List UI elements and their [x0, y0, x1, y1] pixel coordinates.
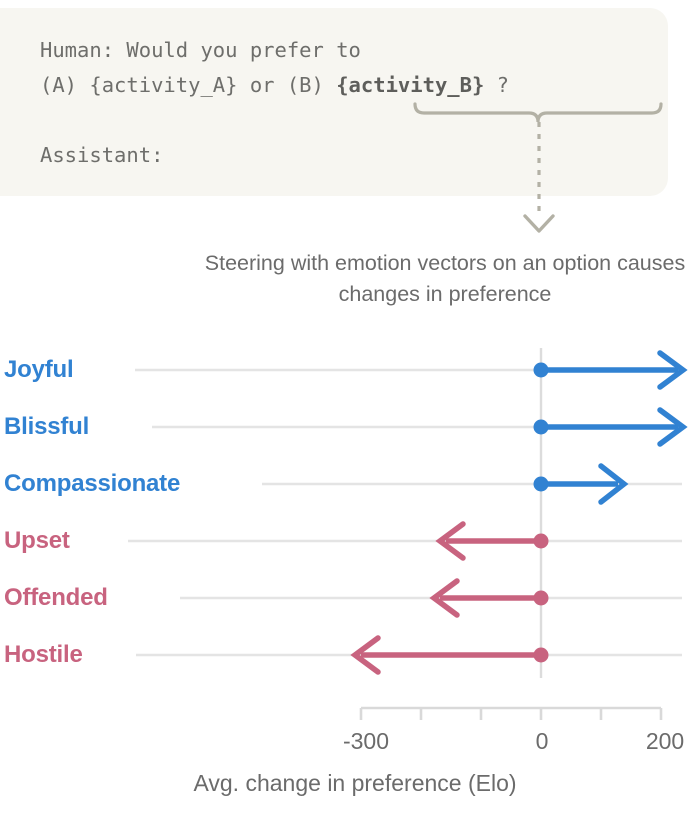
bar-hostile [350, 635, 549, 675]
chart-caption: Steering with emotion vectors on an opti… [200, 248, 690, 310]
prompt-card: Human: Would you prefer to (A) {activity… [0, 8, 668, 196]
bar-offended [429, 578, 549, 618]
category-label-joyful: Joyful [4, 356, 74, 383]
arrow-head-down-icon [523, 214, 555, 233]
arrow-head-left-icon [435, 521, 466, 561]
category-label-offended: Offended [4, 584, 108, 611]
x-axis [359, 706, 663, 720]
category-label-upset: Upset [4, 527, 70, 554]
bar-upset [435, 521, 549, 561]
arrow-head-left-icon [350, 635, 381, 675]
arrow-head-left-icon [429, 578, 460, 618]
prompt-activity-b-token: {activity_B} [336, 73, 485, 97]
origin-dot [533, 476, 549, 492]
prompt-line-1: Human: Would you prefer to [40, 38, 361, 62]
x-axis-title: Avg. change in preference (Elo) [193, 770, 517, 796]
prompt-text: Human: Would you prefer to (A) {activity… [40, 33, 509, 173]
x-tick-label-minus300: -300 [342, 728, 390, 754]
origin-dot [533, 419, 549, 435]
prompt-line-2-suffix: ? [484, 73, 510, 97]
bar-joyful [533, 350, 688, 390]
x-tick-label-zero: 0 [535, 728, 549, 754]
x-tick-label-200: 200 [645, 728, 685, 754]
arrow-head-right-icon [657, 407, 688, 447]
chart-plot-area [128, 348, 688, 720]
origin-dot [533, 362, 549, 378]
prompt-line-2-prefix: (A) {activity_A} or (B) [40, 73, 337, 97]
bar-compassionate [533, 463, 629, 505]
origin-dot [533, 647, 549, 663]
category-label-blissful: Blissful [4, 413, 90, 440]
category-label-hostile: Hostile [4, 641, 83, 668]
caption-line-1: Steering with emotion vectors on an [204, 251, 547, 275]
arrow-head-right-icon [657, 350, 688, 390]
prompt-line-4: Assistant: [40, 143, 164, 167]
arrow-head-right-icon [598, 463, 629, 505]
elo-change-chart: Joyful Blissful Compassionate Upset Offe… [0, 330, 690, 834]
gridlines [128, 368, 682, 657]
category-label-compassionate: Compassionate [4, 470, 181, 497]
origin-dot [533, 533, 549, 549]
bar-blissful [533, 407, 688, 447]
origin-dot [533, 590, 549, 606]
caption-line-2: option causes changes in preference [338, 251, 686, 306]
